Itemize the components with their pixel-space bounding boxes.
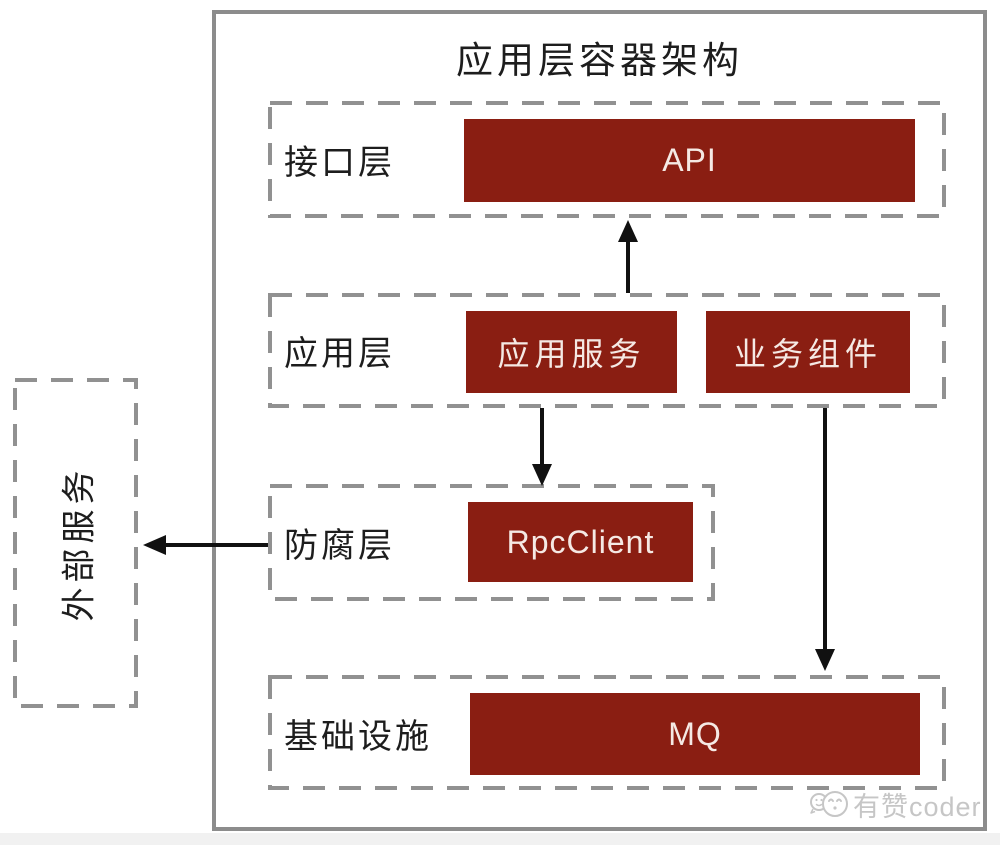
interface-layer-label: 接口层 xyxy=(284,144,395,182)
arrow-appservice-to-rpcclient-head xyxy=(532,464,552,486)
api-component: API xyxy=(464,119,915,202)
watermark: 有赞coder xyxy=(808,784,982,824)
external-service-dashed-box xyxy=(13,378,138,708)
diagram-title: 应用层容器架构 xyxy=(456,40,743,81)
application-service-component: 应用服务 xyxy=(466,311,677,393)
business-component-component: 业务组件 xyxy=(706,311,910,393)
arrow-acl-to-external-head xyxy=(143,535,166,555)
youzan-chat-bubbles-icon xyxy=(810,791,848,817)
application-layer-dashed-box xyxy=(268,293,946,408)
infrastructure-layer-dashed-box xyxy=(268,675,946,790)
external-service-label: 外部服务 xyxy=(60,465,98,621)
watermark-text: 有赞coder xyxy=(853,791,982,822)
infrastructure-layer-label: 基础设施 xyxy=(284,718,432,756)
anticorruption-layer-dashed-box xyxy=(268,484,715,601)
anticorruption-layer-label: 防腐层 xyxy=(284,527,395,565)
interface-layer-dashed-box xyxy=(268,101,946,218)
external-service-box: 外部服务 xyxy=(13,378,138,708)
rpcclient-component: RpcClient xyxy=(468,502,693,582)
bottom-edge-strip xyxy=(0,833,1000,845)
application-layer-label: 应用层 xyxy=(284,335,395,373)
arrow-appservice-to-api-head xyxy=(618,220,638,242)
architecture-container-border xyxy=(212,10,987,831)
mq-component: MQ xyxy=(470,693,920,775)
arrow-bizcomp-to-mq-head xyxy=(815,649,835,671)
